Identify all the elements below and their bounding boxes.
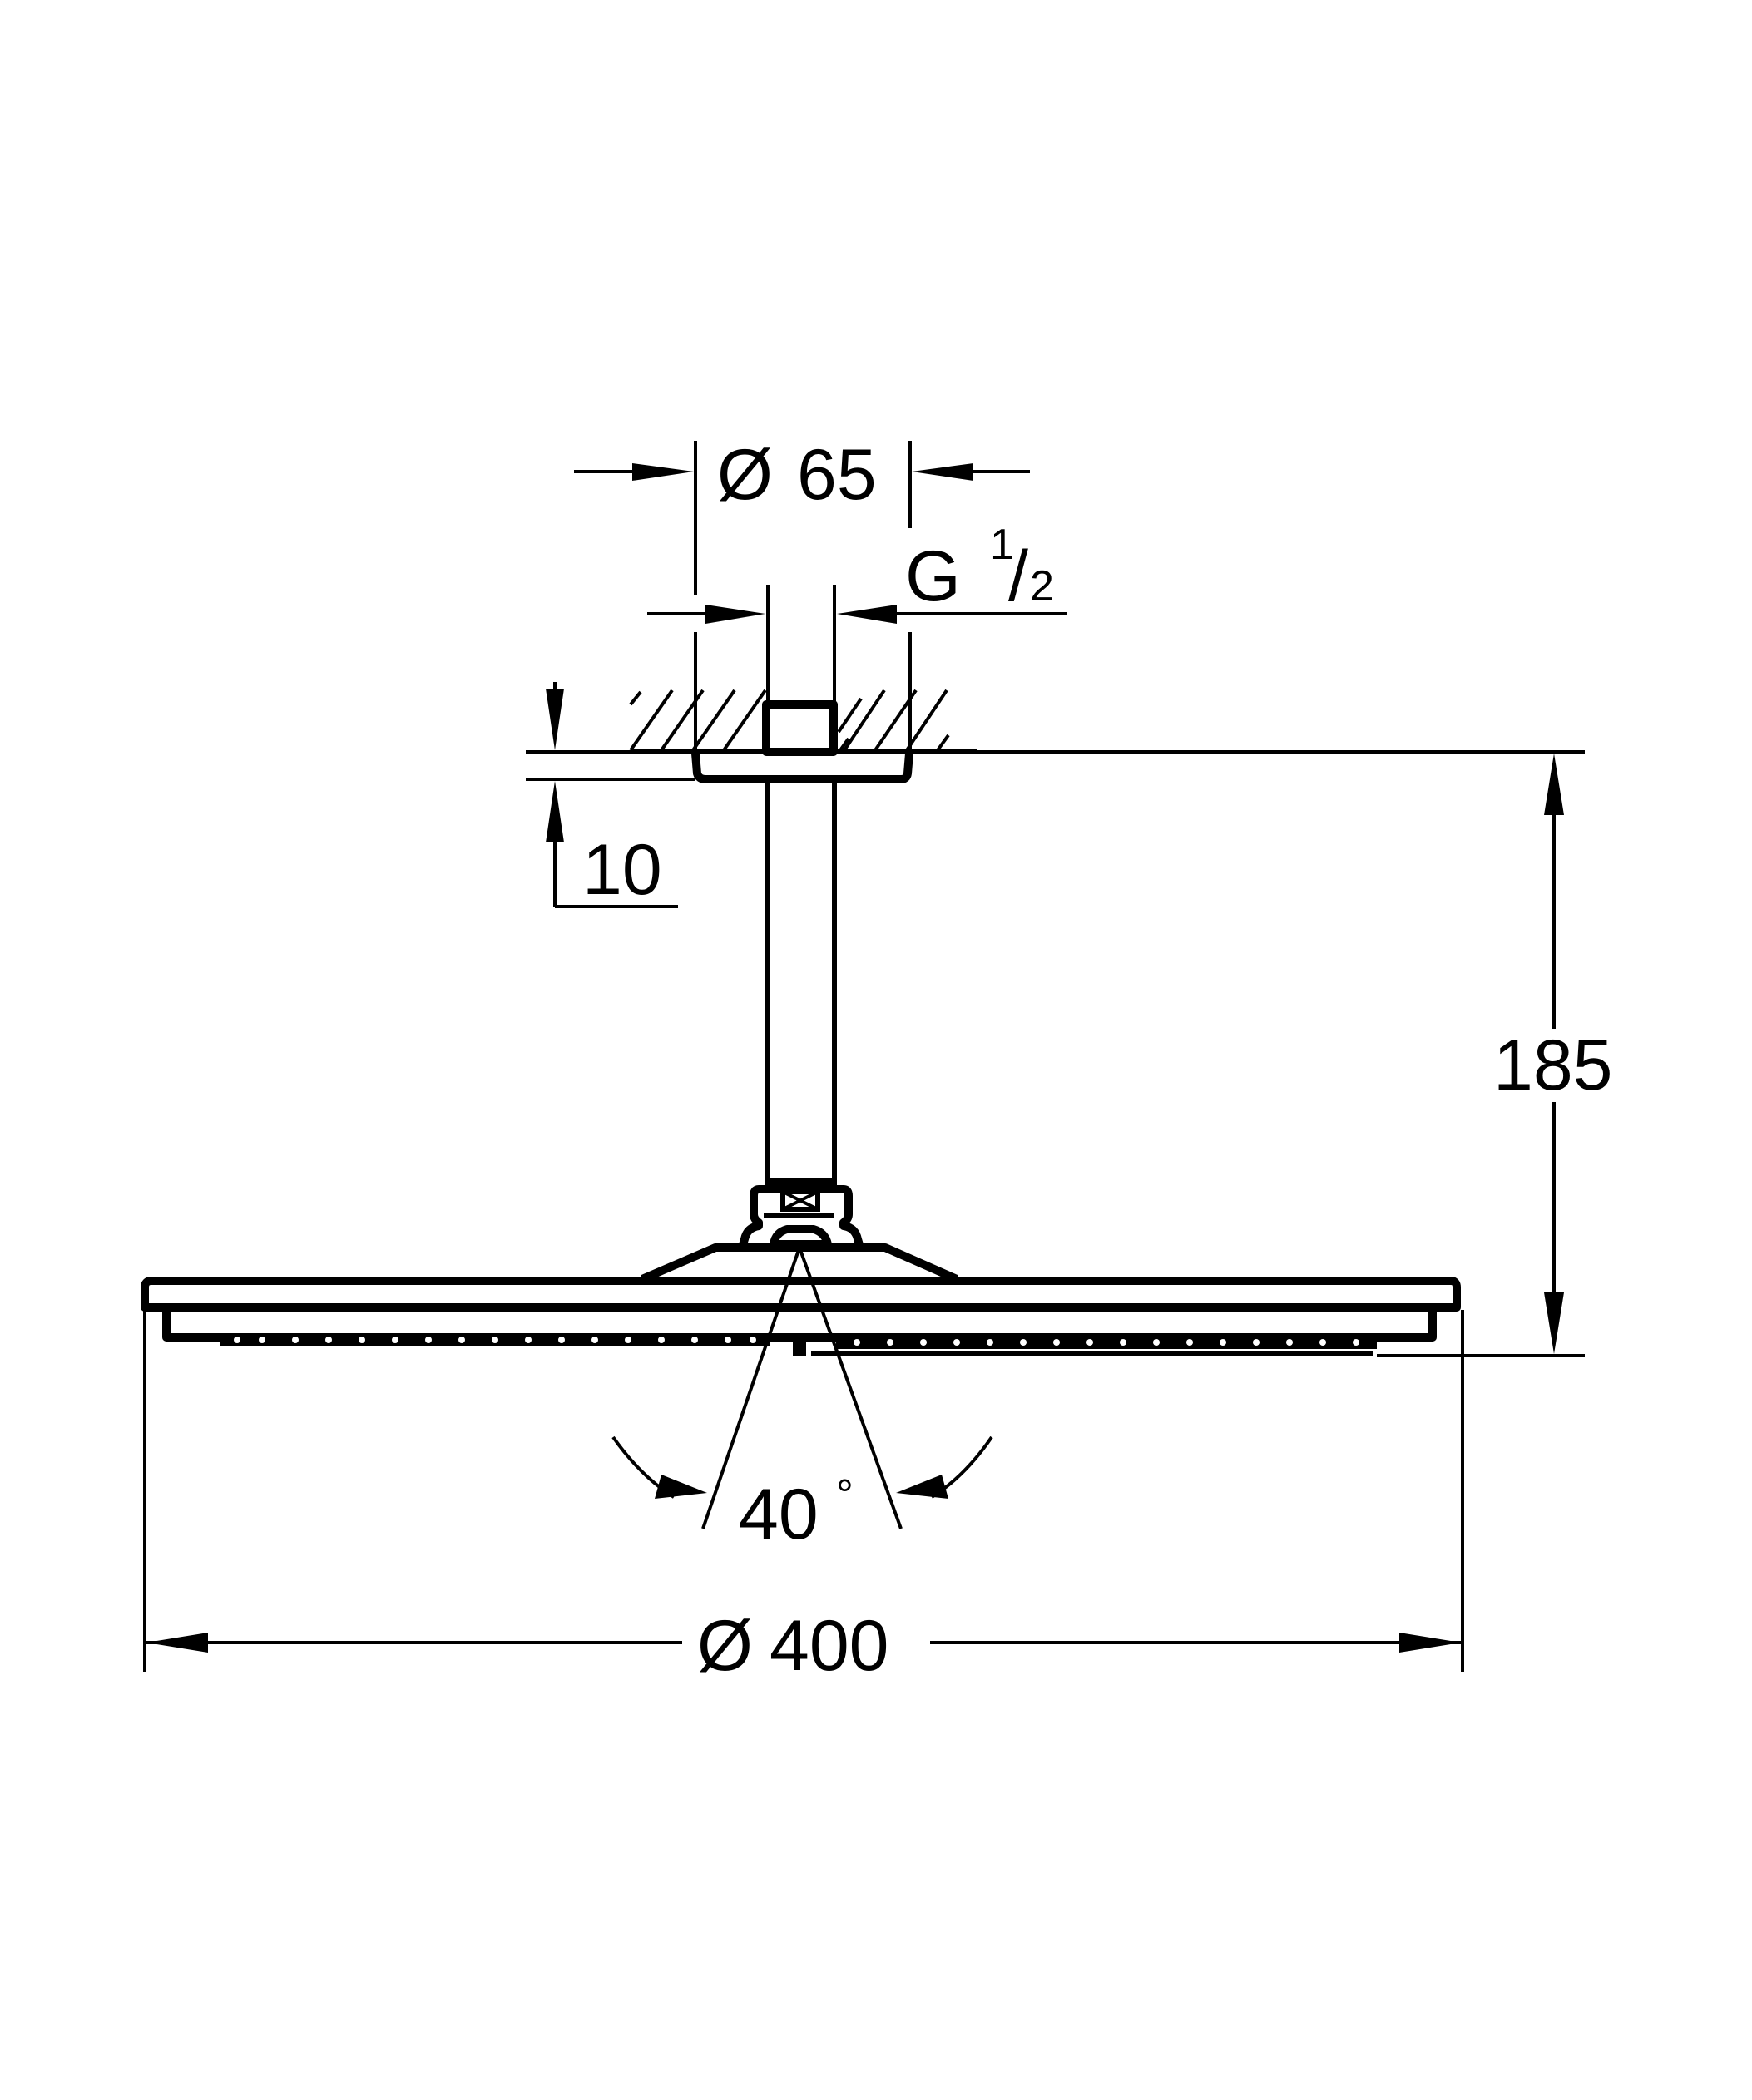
canopy-height-value: 10: [582, 830, 662, 910]
dimension-thread: G 1 / 2: [647, 521, 1067, 703]
head-diameter-value: 400: [770, 1606, 889, 1686]
canopy-diameter-value: 65: [797, 435, 877, 515]
shower-arm: [765, 782, 837, 1187]
canopy-diameter-symbol: Ø: [717, 435, 773, 515]
spray-angle-value: 40: [739, 1475, 819, 1554]
head-diameter-symbol: Ø: [697, 1606, 753, 1686]
dimension-canopy-diameter: Ø 65: [574, 435, 1030, 749]
total-drop-value: 185: [1493, 1025, 1613, 1105]
ball-joint: [738, 1185, 864, 1252]
thread-fraction-slash: /: [1008, 536, 1028, 616]
spray-nozzles: [220, 1336, 1377, 1356]
thread-insert: [762, 700, 838, 756]
canopy: [691, 753, 913, 783]
thread-fraction-numerator: 1: [990, 521, 1014, 569]
dimension-spray-angle: 40 °: [611, 1247, 993, 1554]
thread-fraction-denominator: 2: [1030, 562, 1054, 610]
spray-angle-unit: °: [836, 1471, 854, 1519]
dimension-canopy-height: 10: [526, 682, 695, 910]
dimension-head-diameter: Ø 400: [143, 1310, 1464, 1686]
shower-head: [141, 1277, 1461, 1342]
dimension-total-drop: 185: [977, 750, 1613, 1357]
thread-label: G: [905, 536, 961, 616]
ceiling-hatch: [629, 689, 977, 754]
